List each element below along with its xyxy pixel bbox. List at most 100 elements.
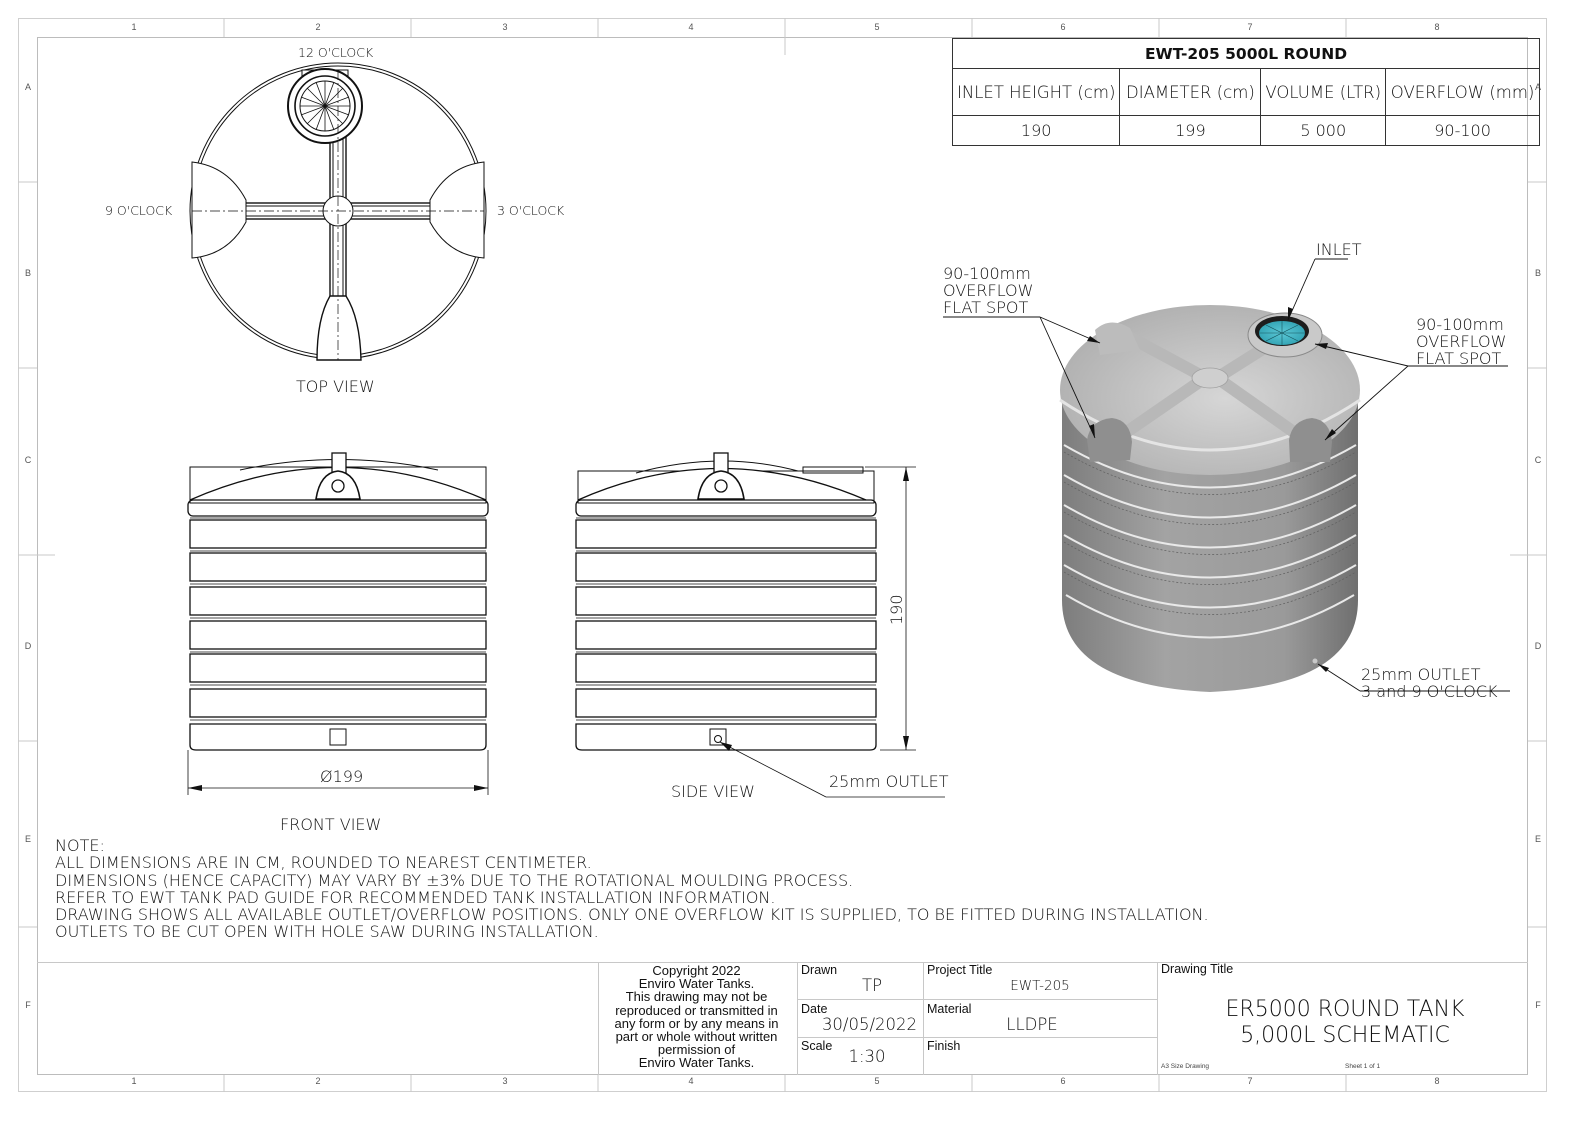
zone-row-e-right: E <box>1534 834 1541 844</box>
iso-outlet-callout: 25mm OUTLET 3 and 9 O'CLOCK <box>1361 666 1497 700</box>
copyright-line-1: Copyright 2022 <box>652 963 741 978</box>
zone-col-5-bottom: 5 <box>874 1076 880 1086</box>
title-block-divider-copyright <box>598 962 599 1075</box>
top-view-9-oclock-label: 9 O'CLOCK <box>105 203 173 218</box>
spec-header-inlet-height: INLET HEIGHT (cm) <box>951 68 1121 116</box>
spec-value-diameter: 199 <box>1119 115 1262 146</box>
iso-overflow-left-type: OVERFLOW <box>943 281 1034 300</box>
zone-col-6: 6 <box>1060 22 1066 32</box>
iso-outlet-positions: 3 and 9 O'CLOCK <box>1361 682 1498 701</box>
copyright-line-5: any form or by any means in <box>614 1015 779 1031</box>
material-label: Material <box>927 1002 972 1016</box>
spec-table-value-row: 190 199 5 000 90-100 <box>951 115 1541 146</box>
zone-col-7: 7 <box>1247 22 1253 32</box>
note-line-5: OUTLETS TO BE CUT OPEN WITH HOLE SAW DUR… <box>55 922 599 942</box>
zone-col-2-bottom: 2 <box>315 1076 321 1086</box>
zone-col-8-bottom: 8 <box>1434 1076 1440 1086</box>
zone-col-3: 3 <box>502 22 508 32</box>
iso-overflow-right-note: FLAT SPOT <box>1416 349 1502 368</box>
zone-row-c-right: C <box>1534 455 1542 465</box>
zone-row-f: F <box>25 1000 31 1010</box>
copyright-line-2: Enviro Water Tanks. <box>638 976 755 992</box>
note-line-3: REFER TO EWT TANK PAD GUIDE FOR RECOMMEN… <box>55 887 776 907</box>
zone-row-d: D <box>24 641 32 651</box>
iso-overflow-right-type: OVERFLOW <box>1416 332 1507 351</box>
copyright-line-8: Enviro Water Tanks. <box>638 1055 755 1071</box>
drawing-title: ER5000 ROUND TANK 5,000L SCHEMATIC <box>1160 997 1530 1049</box>
copyright-line-4: reproduced or transmitted in <box>615 1002 778 1018</box>
spec-value-overflow: 90-100 <box>1385 115 1541 146</box>
copyright-line-6: part or whole without written <box>615 1029 778 1045</box>
title-block-row-divider-1 <box>797 999 1157 1000</box>
front-view-drawing <box>187 452 489 795</box>
zone-col-2: 2 <box>315 22 321 32</box>
title-block-divider-project <box>923 962 924 1075</box>
front-view-title: FRONT VIEW <box>280 815 382 834</box>
zone-col-7-bottom: 7 <box>1247 1076 1253 1086</box>
drawing-title-label: Drawing Title <box>1161 962 1234 976</box>
zone-col-4: 4 <box>688 22 694 32</box>
spec-value-volume: 5 000 <box>1260 115 1387 146</box>
sheet-inner-border <box>37 37 1528 1075</box>
side-view-height-dimension: 190 <box>887 594 906 625</box>
zone-row-c: C <box>24 455 32 465</box>
iso-overflow-left-callout: 90-100mm OVERFLOW FLAT SPOT <box>943 265 1033 316</box>
spec-table-header-row: INLET HEIGHT (cm) DIAMETER (cm) VOLUME (… <box>951 68 1541 116</box>
spec-header-overflow: OVERFLOW (mm) <box>1385 68 1541 116</box>
project-title-value: EWT-205 <box>1010 978 1070 994</box>
zone-row-f-right: F <box>1535 1000 1541 1010</box>
notes-block: NOTE: ALL DIMENSIONS ARE IN CM, ROUNDED … <box>55 837 1209 941</box>
drawing-title-line-1: ER5000 ROUND TANK <box>1225 997 1465 1022</box>
spec-table: EWT-205 5000L ROUND INLET HEIGHT (cm) DI… <box>951 38 1541 146</box>
material-value: LLDPE <box>1006 1015 1058 1034</box>
iso-overflow-right-size: 90-100mm <box>1416 315 1504 334</box>
title-block-row-divider-2 <box>797 1037 1157 1038</box>
note-line-1: ALL DIMENSIONS ARE IN CM, ROUNDED TO NEA… <box>55 853 592 873</box>
zone-row-e: E <box>24 834 31 844</box>
title-block <box>37 962 1528 1075</box>
top-view-12-oclock-label: 12 O'CLOCK <box>298 45 374 60</box>
scale-label: Scale <box>801 1039 833 1053</box>
zone-col-1-bottom: 1 <box>131 1076 137 1086</box>
note-line-4: DRAWING SHOWS ALL AVAILABLE OUTLET/OVERF… <box>55 905 1209 925</box>
zone-row-a: A <box>24 82 31 92</box>
spec-header-volume: VOLUME (LTR) <box>1260 68 1387 116</box>
drawn-label: Drawn <box>801 963 838 977</box>
iso-inlet-callout: INLET <box>1316 240 1362 259</box>
zone-col-6-bottom: 6 <box>1060 1076 1066 1086</box>
zone-col-4-bottom: 4 <box>688 1076 694 1086</box>
iso-overflow-left-size: 90-100mm <box>943 264 1031 283</box>
note-line-2: DIMENSIONS (HENCE CAPACITY) MAY VARY BY … <box>55 870 854 890</box>
spec-table-title-row: EWT-205 5000L ROUND <box>951 38 1541 69</box>
side-view-title: SIDE VIEW <box>671 782 755 801</box>
finish-label: Finish <box>927 1039 961 1053</box>
zone-col-1: 1 <box>131 22 137 32</box>
date-value: 30/05/2022 <box>821 1015 918 1034</box>
iso-outlet-size: 25mm OUTLET <box>1361 665 1481 684</box>
title-block-divider-drawing-title <box>1157 962 1158 1075</box>
front-view-diameter-dimension: Ø199 <box>320 767 364 786</box>
spec-header-diameter: DIAMETER (cm) <box>1119 68 1262 116</box>
project-title-label: Project Title <box>927 963 993 977</box>
top-view-title: TOP VIEW <box>296 377 375 396</box>
side-view-drawing <box>575 452 945 798</box>
zone-row-b-right: B <box>1534 268 1541 278</box>
size-note: A3 Size Drawing <box>1161 1063 1210 1070</box>
zone-row-d-right: D <box>1534 641 1542 651</box>
scale-value: 1:30 <box>848 1047 886 1066</box>
top-view-3-oclock-label: 3 O'CLOCK <box>497 203 565 218</box>
notes-heading: NOTE: <box>55 836 105 855</box>
copyright-line-3: This drawing may not be <box>625 989 768 1005</box>
drawing-title-line-2: 5,000L SCHEMATIC <box>1240 1023 1450 1048</box>
date-label: Date <box>801 1002 828 1016</box>
iso-overflow-left-note: FLAT SPOT <box>943 298 1029 317</box>
top-view-drawing <box>189 62 487 361</box>
drawn-value: TP <box>861 976 883 995</box>
isometric-view-drawing <box>943 258 1510 692</box>
sheet-note: Sheet 1 of 1 <box>1345 1063 1381 1070</box>
copyright-line-7: permission of <box>657 1042 736 1058</box>
zone-col-8: 8 <box>1434 22 1440 32</box>
zone-row-b: B <box>24 268 31 278</box>
copyright-notice: Copyright 2022 Enviro Water Tanks. This … <box>598 964 795 1070</box>
